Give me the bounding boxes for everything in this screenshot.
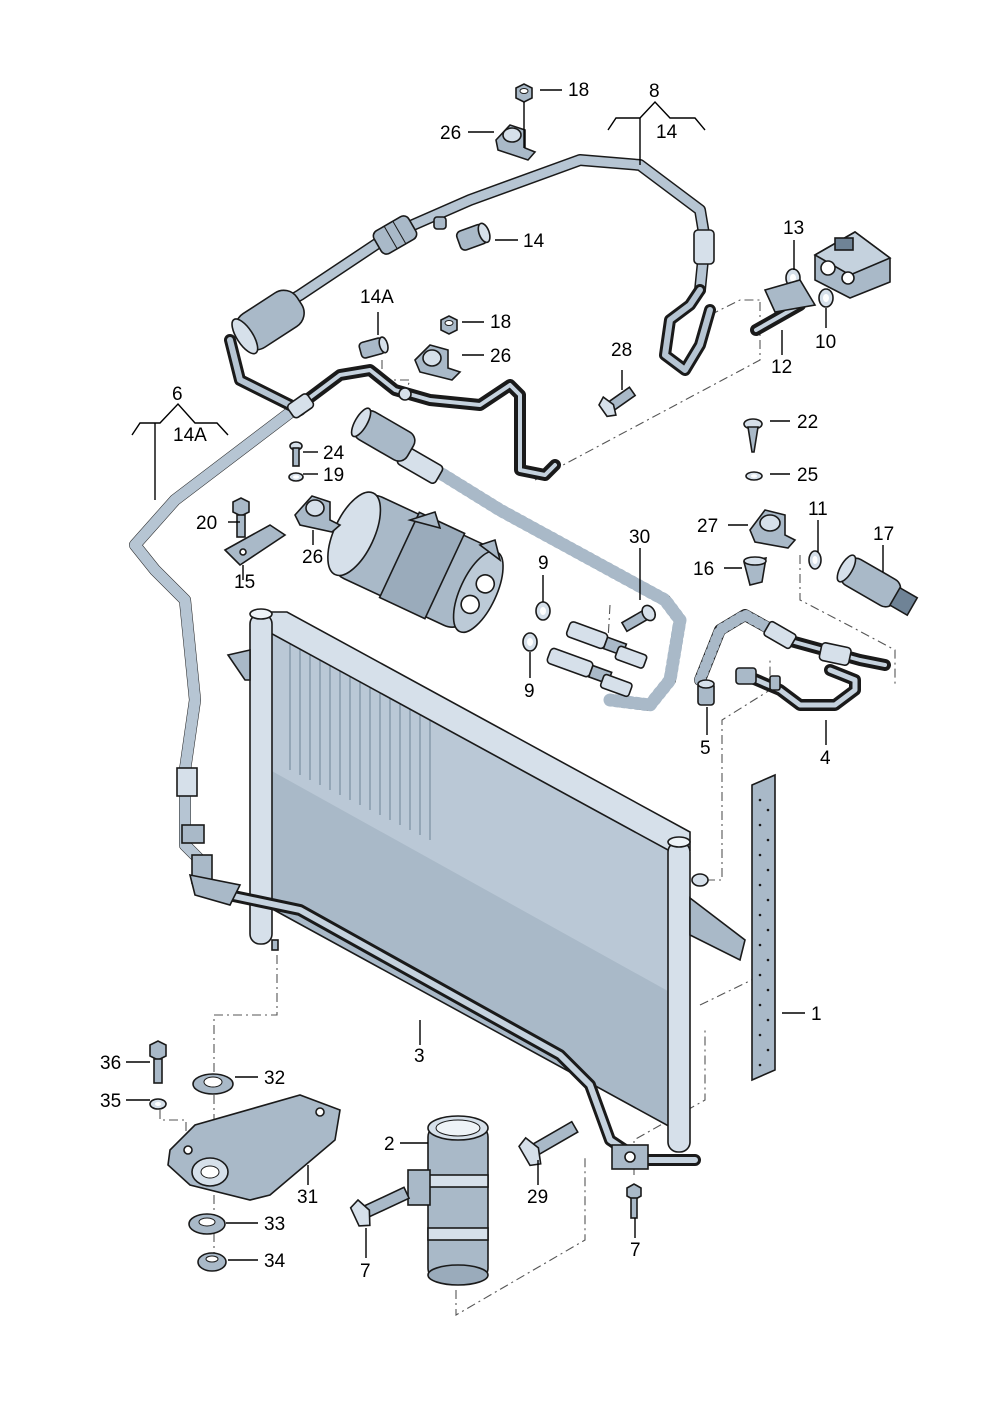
pressure-switch-17 xyxy=(836,554,919,617)
bolt-29 xyxy=(518,1120,579,1167)
cap-14 xyxy=(455,222,491,251)
bolt-30-fastener xyxy=(620,604,657,633)
callout-34: 34 xyxy=(264,1251,286,1272)
callout-18-mid: 18 xyxy=(490,312,511,333)
expansion-valve xyxy=(813,231,892,299)
callout-32: 32 xyxy=(264,1068,285,1089)
callout-labels: 18 26 8 14 14 14A 18 26 6 14A 24 19 20 1… xyxy=(100,80,894,1282)
callout-4: 4 xyxy=(820,748,831,769)
callout-9-upper: 9 xyxy=(538,553,549,574)
callout-20: 20 xyxy=(196,513,217,534)
callout-3: 3 xyxy=(414,1046,425,1067)
plate-15 xyxy=(223,524,287,567)
clamp-26-top xyxy=(495,124,537,161)
callout-18-top: 18 xyxy=(568,80,589,101)
callout-25: 25 xyxy=(797,465,818,486)
callout-8-sub-14: 14 xyxy=(656,122,678,143)
callout-26-mid: 26 xyxy=(490,346,511,367)
washer-19 xyxy=(288,472,304,482)
grommet-33 xyxy=(188,1213,226,1235)
callout-24: 24 xyxy=(323,443,345,464)
clamp-26-low xyxy=(294,495,342,533)
callout-26-low: 26 xyxy=(302,547,323,568)
callout-11: 11 xyxy=(808,499,828,520)
line-4 xyxy=(735,664,861,711)
nut-34 xyxy=(197,1252,227,1272)
callout-27: 27 xyxy=(697,516,718,537)
screw-24 xyxy=(289,441,303,467)
callout-14a: 14A xyxy=(360,287,394,308)
washer-25 xyxy=(745,471,763,481)
cap-5 xyxy=(697,679,715,706)
callout-13: 13 xyxy=(783,218,804,239)
o-ring-11 xyxy=(808,550,822,570)
callout-10: 10 xyxy=(815,332,836,353)
callout-2: 2 xyxy=(384,1134,395,1155)
callout-31: 31 xyxy=(297,1187,318,1208)
callout-26-top: 26 xyxy=(440,123,461,144)
bracket-31 xyxy=(167,1094,341,1201)
callout-19: 19 xyxy=(323,465,344,486)
callout-30: 30 xyxy=(629,527,650,548)
callout-36: 36 xyxy=(100,1053,121,1074)
small-line xyxy=(286,364,561,481)
bolt-7-left xyxy=(349,1186,411,1227)
o-ring-9-upper xyxy=(535,601,551,621)
callout-8: 8 xyxy=(649,81,660,102)
inline-muffler xyxy=(350,407,416,462)
bolt-20 xyxy=(232,497,250,538)
bolt-7-right xyxy=(626,1183,642,1219)
bolt-28 xyxy=(598,386,637,418)
callout-9-lower: 9 xyxy=(524,681,535,702)
condenser xyxy=(226,608,746,1153)
callout-6: 6 xyxy=(172,384,183,405)
bolt-36 xyxy=(149,1040,167,1084)
valve-washer-10 xyxy=(818,288,834,308)
callout-15: 15 xyxy=(234,572,255,593)
callout-7-left: 7 xyxy=(360,1261,371,1282)
callout-14: 14 xyxy=(523,231,545,252)
clamp-27 xyxy=(749,509,797,549)
callout-1: 1 xyxy=(811,1004,822,1025)
washer-35 xyxy=(149,1098,167,1110)
valve-pipe-12 xyxy=(750,279,817,336)
seal-strip-1 xyxy=(751,773,776,1082)
callout-35: 35 xyxy=(100,1091,121,1112)
compressor-fittings xyxy=(546,621,648,698)
o-ring-9-lower xyxy=(522,632,538,652)
callout-12: 12 xyxy=(771,357,792,378)
callout-5: 5 xyxy=(700,738,711,759)
callout-22: 22 xyxy=(797,412,818,433)
callout-28: 28 xyxy=(611,340,632,361)
callout-6-sub-14a: 14A xyxy=(173,425,207,446)
nut-18-mid xyxy=(440,315,458,335)
clamp-26-mid xyxy=(414,344,462,381)
leader-lines xyxy=(126,89,884,1261)
screw-22 xyxy=(743,418,763,453)
nut-18-top xyxy=(515,83,533,103)
callout-29: 29 xyxy=(527,1187,548,1208)
clip-16 xyxy=(743,556,767,586)
callout-17: 17 xyxy=(873,524,894,545)
grommet-32 xyxy=(192,1073,234,1095)
condenser-bottom-line xyxy=(199,884,701,1170)
hose-assembly-6 xyxy=(129,399,306,906)
callout-7-right: 7 xyxy=(630,1240,641,1261)
callout-16: 16 xyxy=(693,559,714,580)
receiver-drier xyxy=(407,1115,489,1286)
hose-30 xyxy=(388,438,891,712)
compressor xyxy=(327,491,504,634)
callout-33: 33 xyxy=(264,1214,285,1235)
hose-assembly-8 xyxy=(224,154,716,416)
cap-14a xyxy=(358,336,389,359)
